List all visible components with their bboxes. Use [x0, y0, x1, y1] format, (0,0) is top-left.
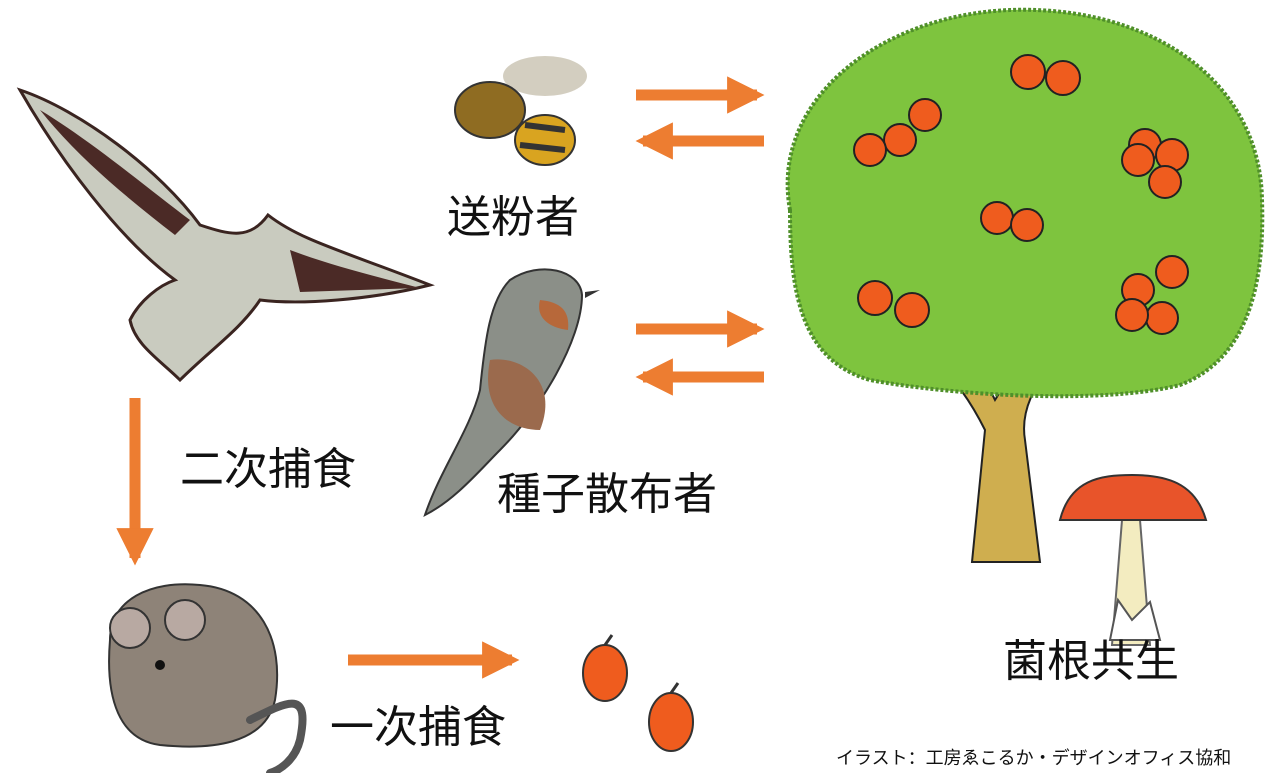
fruit-icon	[582, 634, 694, 752]
seed-disperser-label: 種子散布者	[497, 469, 717, 520]
tree-icon	[785, 7, 1265, 563]
pollinator-label: 送粉者	[447, 192, 579, 243]
mushroom-icon	[1058, 473, 1208, 646]
illustration-credit: イラスト：工房ゑこるか・デザインオフィス協和	[836, 748, 1232, 769]
bird-icon	[423, 268, 600, 517]
secondary-predation-label: 二次捕食	[180, 444, 356, 495]
primary-predation-label: 一次捕食	[330, 702, 506, 753]
mycorrhiza-label: 菌根共生	[1003, 636, 1179, 687]
hawk-icon	[16, 87, 435, 383]
interaction-arrows	[116, 76, 765, 679]
bee-icon	[454, 56, 587, 166]
mouse-icon	[108, 583, 307, 777]
